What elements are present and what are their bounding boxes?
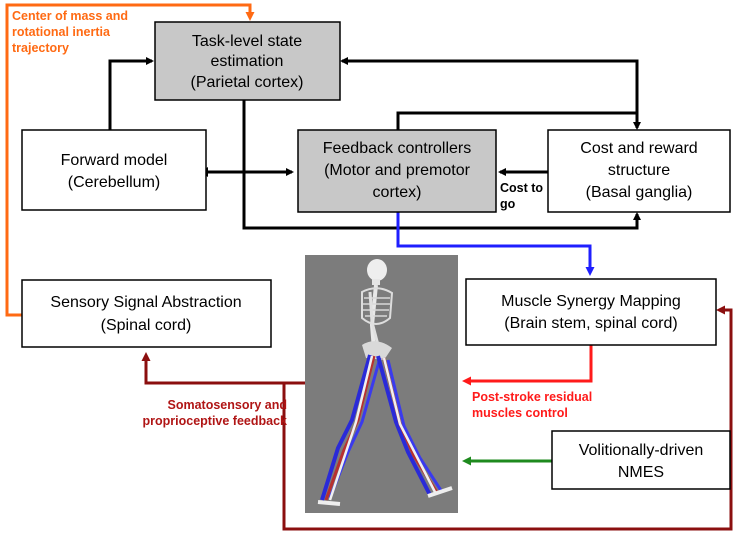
edge-task-state-to-cost xyxy=(242,100,641,230)
label-somato-line1: Somatosensory and xyxy=(168,398,287,412)
edge-feedback-to-synergy xyxy=(396,212,595,276)
node-muscle-synergy: Muscle Synergy Mapping (Brain stem, spin… xyxy=(465,278,717,346)
node-forward-line1: Forward model xyxy=(61,152,168,169)
node-nmes-line2: NMES xyxy=(618,464,664,481)
label-com-line2: rotational inertia xyxy=(12,25,111,39)
label-somato-line2: proprioceptive feedback xyxy=(143,414,288,428)
walking-skeleton-figure-icon xyxy=(317,259,453,506)
node-task-state-line1: Task-level state xyxy=(192,33,302,50)
node-synergy-line2: (Brain stem, spinal cord) xyxy=(504,315,677,332)
label-somatosensory: Somatosensory and proprioceptive feedbac… xyxy=(143,398,288,428)
node-feedback-controllers: Feedback controllers (Motor and premotor… xyxy=(297,129,497,213)
walking-skeleton-panel xyxy=(305,255,458,513)
node-cost-line2: structure xyxy=(608,162,670,179)
node-task-state-line2: estimation xyxy=(211,53,284,70)
edge-muscles-to-synergy xyxy=(282,305,733,531)
node-task-state-estimation: Task-level state estimation (Parietal co… xyxy=(154,21,341,101)
node-sensory-signal: Sensory Signal Abstraction (Spinal cord) xyxy=(21,279,272,348)
label-com-line1: Center of mass and xyxy=(12,9,128,23)
label-cost-to-go-line1: Cost to xyxy=(500,181,543,195)
node-forward-model: Forward model (Cerebellum) xyxy=(21,129,207,211)
edge-sensory-to-task-state xyxy=(5,3,255,317)
label-cost-to-go-line2: go xyxy=(500,197,516,211)
edge-cost-to-task-state xyxy=(340,57,639,113)
label-post-stroke-line1: Post-stroke residual xyxy=(472,390,592,404)
node-cost-line1: Cost and reward xyxy=(580,140,697,157)
node-feedback-line2: (Motor and premotor xyxy=(324,162,471,179)
label-com-trajectory: Center of mass and rotational inertia tr… xyxy=(12,9,128,55)
edge-muscles-to-sensory xyxy=(141,352,305,385)
edge-forward-to-task-state xyxy=(108,57,154,130)
label-com-line3: trajectory xyxy=(12,41,69,55)
edge-synergy-to-muscles xyxy=(462,345,593,386)
node-sensory-line1: Sensory Signal Abstraction xyxy=(50,294,241,311)
label-post-stroke-line2: muscles control xyxy=(472,406,568,420)
node-synergy-line1: Muscle Synergy Mapping xyxy=(501,293,681,310)
node-cost-reward: Cost and reward structure (Basal ganglia… xyxy=(547,129,731,213)
node-feedback-line3: cortex) xyxy=(373,184,422,201)
edge-feedback-top xyxy=(396,111,641,130)
node-sensory-line2: (Spinal cord) xyxy=(101,317,192,334)
node-nmes-line1: Volitionally-driven xyxy=(579,442,704,459)
node-task-state-line3: (Parietal cortex) xyxy=(191,74,304,91)
node-nmes: Volitionally-driven NMES xyxy=(551,430,731,490)
node-cost-line3: (Basal ganglia) xyxy=(586,184,693,201)
node-forward-line2: (Cerebellum) xyxy=(68,174,160,191)
node-feedback-line1: Feedback controllers xyxy=(323,140,472,157)
label-post-stroke: Post-stroke residual muscles control xyxy=(472,390,592,420)
label-cost-to-go: Cost to go xyxy=(500,181,543,211)
